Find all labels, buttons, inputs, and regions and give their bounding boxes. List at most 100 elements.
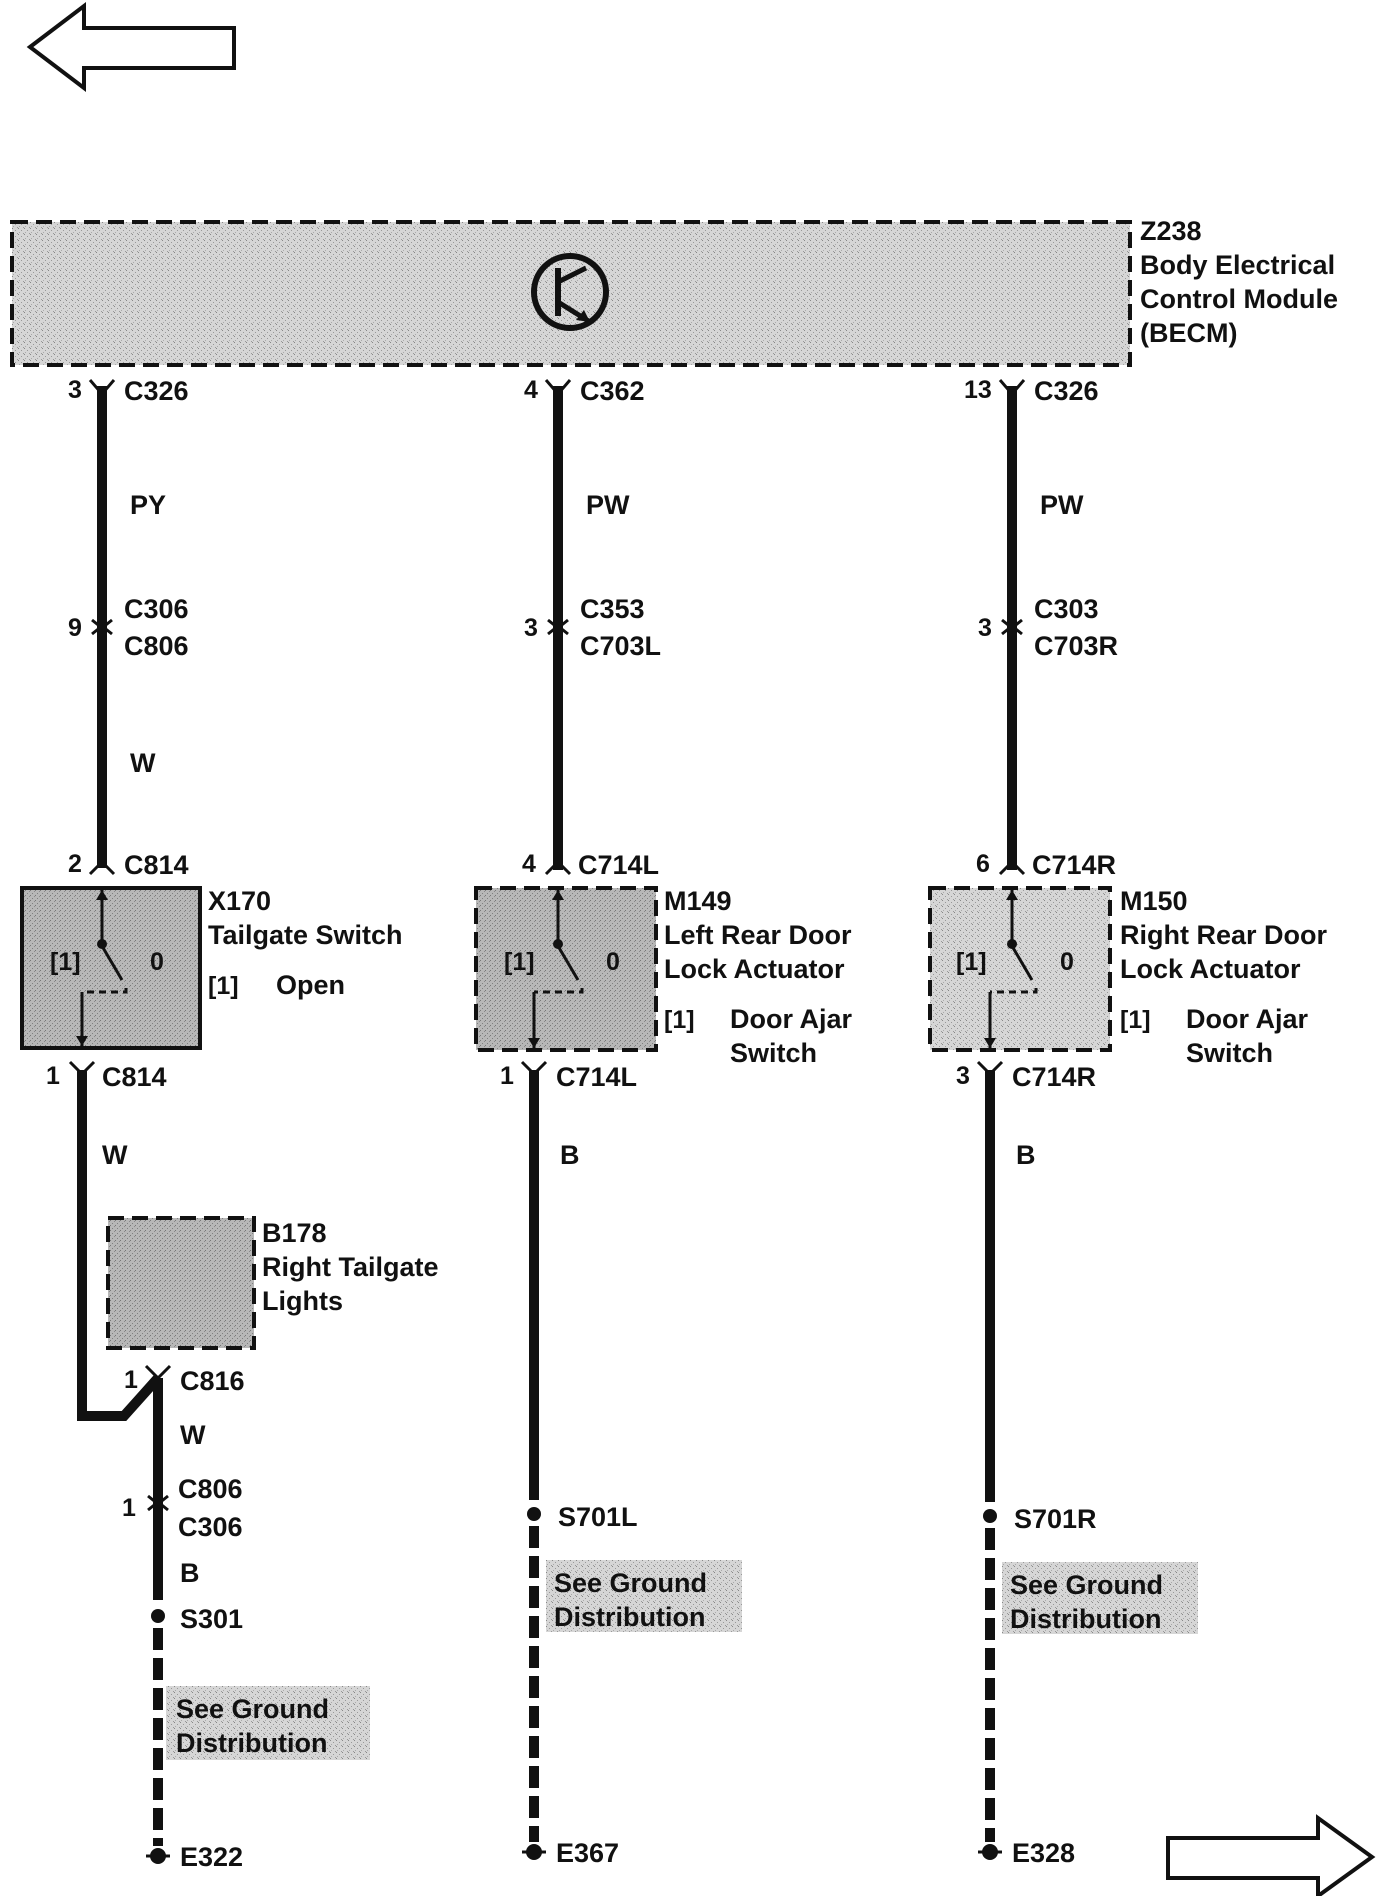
left-door-actuator-box bbox=[474, 886, 658, 1052]
pin-number: 3 bbox=[978, 614, 992, 642]
actuator-id: M149 bbox=[664, 886, 732, 916]
note-ref: [1] bbox=[664, 1006, 695, 1034]
actuator-name-line1: Left Rear Door bbox=[664, 920, 852, 950]
splice-label: S301 bbox=[180, 1604, 243, 1634]
ground-icon bbox=[146, 1848, 170, 1864]
ground-ref-line2[interactable]: Distribution bbox=[176, 1728, 327, 1758]
pin-number: 3 bbox=[956, 1062, 970, 1090]
wire-color-label: W bbox=[130, 748, 156, 778]
switch-icon bbox=[984, 890, 1038, 1048]
transistor-icon bbox=[531, 253, 609, 331]
switch-state-label: 0 bbox=[606, 948, 620, 976]
pin-number: 4 bbox=[522, 850, 536, 878]
module-name-line2: Control Module bbox=[1140, 284, 1338, 314]
splice-label: S701L bbox=[558, 1502, 638, 1532]
connector-label: C714L bbox=[556, 1062, 637, 1092]
connector-label: C306 bbox=[178, 1512, 243, 1542]
connector-label: C306 bbox=[124, 594, 189, 624]
connector-label: C714R bbox=[1012, 1062, 1096, 1092]
ground-ref-line1[interactable]: See Ground bbox=[176, 1694, 329, 1724]
actuator-id: M150 bbox=[1120, 886, 1188, 916]
back-arrow-icon[interactable] bbox=[26, 1, 236, 93]
switch-state-label: 0 bbox=[150, 948, 164, 976]
connector-label: C703L bbox=[580, 631, 661, 661]
module-name-line1: Body Electrical bbox=[1140, 250, 1335, 280]
connector-label: C806 bbox=[178, 1474, 243, 1504]
right-door-actuator-box bbox=[928, 886, 1112, 1052]
ground-label: E322 bbox=[180, 1842, 243, 1872]
connector-label: C353 bbox=[580, 594, 645, 624]
ground-label: E328 bbox=[1012, 1838, 1075, 1868]
wire-color-label: B bbox=[180, 1558, 200, 1588]
lamp-id: B178 bbox=[262, 1218, 327, 1248]
wire-color-label: W bbox=[180, 1420, 206, 1450]
switch-id: X170 bbox=[208, 886, 271, 916]
splice-dot bbox=[983, 1509, 997, 1523]
switch-icon bbox=[528, 890, 584, 1048]
pin-number: 1 bbox=[122, 1494, 136, 1522]
connector-label: C714L bbox=[578, 850, 659, 880]
becm-module bbox=[10, 220, 1132, 367]
switch-state-label: [1] bbox=[50, 948, 81, 976]
actuator-name-line2: Lock Actuator bbox=[1120, 954, 1301, 984]
ground-ref-line2[interactable]: Distribution bbox=[1010, 1604, 1161, 1634]
note-ref: [1] bbox=[208, 972, 239, 1000]
pin-number: 6 bbox=[976, 850, 990, 878]
ground-icon bbox=[978, 1844, 1002, 1860]
ground-icon bbox=[522, 1844, 546, 1860]
ground-ref-box[interactable] bbox=[1002, 1562, 1198, 1634]
actuator-name-line1: Right Rear Door bbox=[1120, 920, 1328, 950]
pin-number: 3 bbox=[524, 614, 538, 642]
module-name-line3: (BECM) bbox=[1140, 318, 1237, 348]
connector-label: C816 bbox=[180, 1366, 245, 1396]
wire-color-label: PW bbox=[586, 490, 630, 520]
ground-ref-line1[interactable]: See Ground bbox=[1010, 1570, 1163, 1600]
wire-color-label: B bbox=[560, 1140, 580, 1170]
pin-number: 1 bbox=[500, 1062, 514, 1090]
note-line1: Door Ajar bbox=[730, 1004, 853, 1034]
note-line2: Switch bbox=[730, 1038, 817, 1068]
connector-label: C806 bbox=[124, 631, 189, 661]
note-ref: [1] bbox=[1120, 1006, 1151, 1034]
connector-label: C326 bbox=[124, 376, 189, 406]
connector-label: C703R bbox=[1034, 631, 1118, 661]
switch-name: Tailgate Switch bbox=[208, 920, 403, 950]
wire-color-label: B bbox=[1016, 1140, 1036, 1170]
actuator-name-line2: Lock Actuator bbox=[664, 954, 845, 984]
switch-state-label: 0 bbox=[1060, 948, 1074, 976]
tailgate-lights-box bbox=[106, 1216, 256, 1350]
ground-label: E367 bbox=[556, 1838, 619, 1868]
pin-number: 2 bbox=[68, 850, 82, 878]
circuit-column-2 bbox=[474, 379, 742, 1860]
connector-label: C814 bbox=[102, 1062, 167, 1092]
lamp-name-line2: Lights bbox=[262, 1286, 343, 1316]
wire-color-label: PW bbox=[1040, 490, 1084, 520]
switch-state-label: [1] bbox=[504, 948, 535, 976]
switch-icon bbox=[76, 890, 128, 1046]
pin-number: 4 bbox=[524, 376, 538, 404]
wire-color-label: W bbox=[102, 1140, 128, 1170]
pin-number: 9 bbox=[68, 614, 82, 642]
splice-dot bbox=[151, 1609, 165, 1623]
connector-label: C303 bbox=[1034, 594, 1099, 624]
connector-label: C362 bbox=[580, 376, 645, 406]
splice-label: S701R bbox=[1014, 1504, 1097, 1534]
note-line1: Door Ajar bbox=[1186, 1004, 1309, 1034]
circuit-column-3 bbox=[928, 379, 1198, 1860]
ground-ref-box[interactable] bbox=[166, 1686, 370, 1760]
connector-label: C814 bbox=[124, 850, 189, 880]
forward-arrow-icon[interactable] bbox=[1166, 1814, 1376, 1896]
ground-ref-line1[interactable]: See Ground bbox=[554, 1568, 707, 1598]
pin-number: 1 bbox=[124, 1366, 138, 1394]
lamp-name-line1: Right Tailgate bbox=[262, 1252, 439, 1282]
wire-color-label: PY bbox=[130, 490, 166, 520]
splice-dot bbox=[527, 1507, 541, 1521]
ground-ref-box[interactable] bbox=[546, 1560, 742, 1632]
connector-label: C326 bbox=[1034, 376, 1099, 406]
ground-ref-line2[interactable]: Distribution bbox=[554, 1602, 705, 1632]
circuit-column-1 bbox=[20, 379, 370, 1864]
wire-segment bbox=[77, 1070, 162, 1421]
module-id: Z238 bbox=[1140, 216, 1202, 246]
note-line2: Switch bbox=[1186, 1038, 1273, 1068]
